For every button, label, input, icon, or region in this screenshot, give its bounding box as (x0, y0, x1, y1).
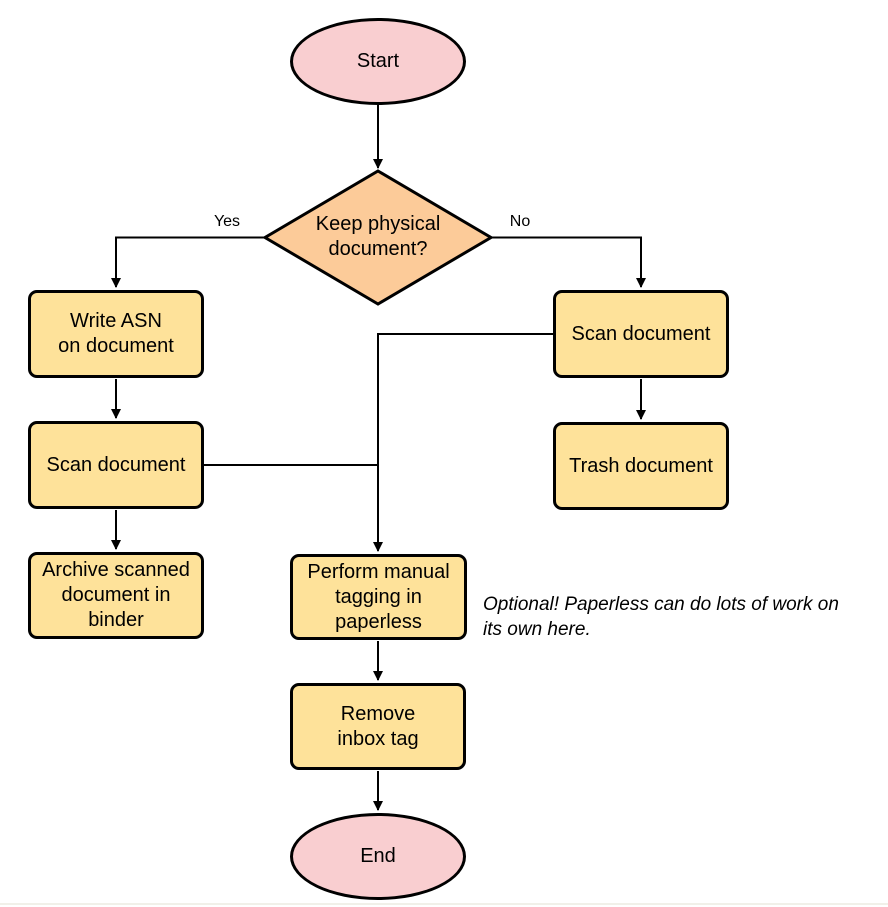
edge-scanright-tagging (373, 333, 553, 552)
process-write-asn: Write ASN on document (28, 290, 204, 378)
decision-node-label: Keep physical document? (315, 213, 441, 260)
process-trash-document: Trash document (553, 422, 729, 510)
end-node-label: End (360, 845, 396, 867)
process-write-asn-label: Write ASN on document (58, 310, 174, 357)
optional-note: Optional! Paperless can do lots of work … (483, 594, 839, 640)
edge-label-no: No (509, 213, 531, 230)
process-archive-document: Archive scanned document in binder (28, 552, 204, 639)
edge-decision-no (491, 236, 646, 288)
edge-decision-yes (111, 236, 265, 288)
start-node: Start (290, 18, 466, 105)
process-scan-document-left-label: Scan document (46, 453, 186, 476)
process-scan-document-right: Scan document (553, 290, 729, 378)
process-remove-inbox-tag: Remove inbox tag (290, 683, 466, 770)
process-archive-document-label: Archive scanned document in binder (42, 559, 190, 631)
start-node-label: Start (356, 50, 400, 72)
process-scan-document-left: Scan document (28, 421, 204, 509)
bottom-rule (0, 903, 888, 905)
process-remove-inbox-tag-label: Remove inbox tag (337, 702, 419, 750)
decision-node-shape (262, 169, 494, 306)
edge-label-yes: Yes (213, 213, 241, 230)
process-manual-tagging: Perform manual tagging in paperless (290, 554, 467, 640)
end-node: End (290, 813, 466, 900)
process-scan-document-right-label: Scan document (571, 322, 711, 345)
process-manual-tagging-label: Perform manual tagging in paperless (307, 560, 450, 633)
process-trash-document-label: Trash document (569, 454, 713, 477)
